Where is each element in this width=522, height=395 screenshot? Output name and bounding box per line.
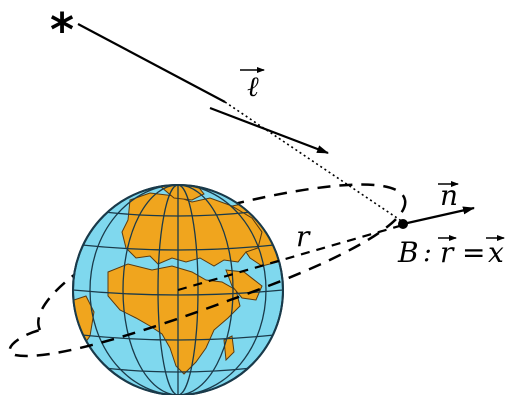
parallels [73, 211, 283, 373]
light-ray-dotted [224, 101, 404, 223]
vector-n-arrow [402, 206, 475, 226]
europe-landmass [121, 192, 263, 267]
light-ray-solid [77, 23, 226, 103]
equation-equals: = [462, 236, 485, 269]
orbit-front [8, 199, 407, 358]
point-b-equation: B : r = x [397, 235, 505, 269]
scandinavia-landmass [159, 185, 205, 201]
point-b-dot [398, 219, 408, 229]
equation-r: r [440, 236, 455, 269]
radius-line [177, 223, 404, 292]
star-symbol: * [50, 3, 74, 57]
vector-ell-arrow [209, 106, 329, 155]
vector-n-label: n [440, 179, 458, 212]
equation-x: x [488, 236, 504, 269]
radius-r-label: r [296, 220, 311, 253]
earth-globe [72, 184, 284, 395]
point-b-name: B [397, 236, 419, 269]
equation-colon: : [423, 238, 432, 268]
vector-ell-label: ℓ [247, 70, 259, 103]
